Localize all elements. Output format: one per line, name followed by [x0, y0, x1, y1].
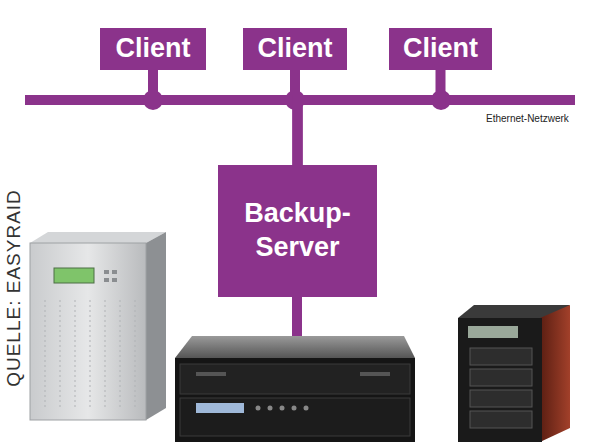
button	[268, 406, 273, 411]
button	[280, 406, 285, 411]
button	[304, 406, 309, 411]
nas-storage	[458, 305, 570, 442]
rack-server	[175, 336, 415, 442]
node-label: Client	[403, 32, 478, 66]
source-credit: QUELLE: EASYRAID	[3, 189, 25, 387]
server-box: Backup- Server	[218, 165, 377, 297]
storage-link	[292, 290, 302, 340]
nas-side	[540, 305, 570, 442]
vent-pattern	[45, 300, 135, 410]
client-box: Client	[100, 28, 206, 70]
indicator	[360, 372, 390, 376]
button	[256, 406, 261, 411]
tower-server	[30, 232, 166, 420]
button	[112, 278, 117, 282]
tower-front	[30, 243, 146, 420]
network-connector	[153, 70, 298, 165]
node-label: Client	[257, 32, 332, 66]
indicator	[196, 372, 226, 376]
network-label: Ethernet-Netzwerk	[486, 113, 569, 124]
rack-unit	[180, 398, 410, 436]
node-label: Backup- Server	[226, 197, 369, 265]
nas-front	[458, 318, 542, 442]
lcd-display	[196, 403, 244, 413]
rack-top	[175, 336, 415, 358]
button	[112, 270, 117, 274]
drive-bay	[470, 369, 532, 386]
drive-bay	[470, 411, 532, 428]
tower-top	[30, 232, 166, 243]
node-label: Client	[115, 32, 190, 66]
button	[292, 406, 297, 411]
lcd-display	[54, 268, 94, 283]
rack-unit	[180, 364, 410, 394]
drive-bay	[470, 348, 532, 365]
tower-side	[146, 232, 166, 420]
network-connector	[298, 70, 441, 165]
rack-front	[175, 358, 415, 442]
button	[104, 270, 109, 274]
drive-bay	[470, 390, 532, 407]
button	[104, 278, 109, 282]
client-box: Client	[243, 28, 347, 70]
lcd-display	[468, 326, 518, 338]
client-box: Client	[389, 28, 492, 70]
